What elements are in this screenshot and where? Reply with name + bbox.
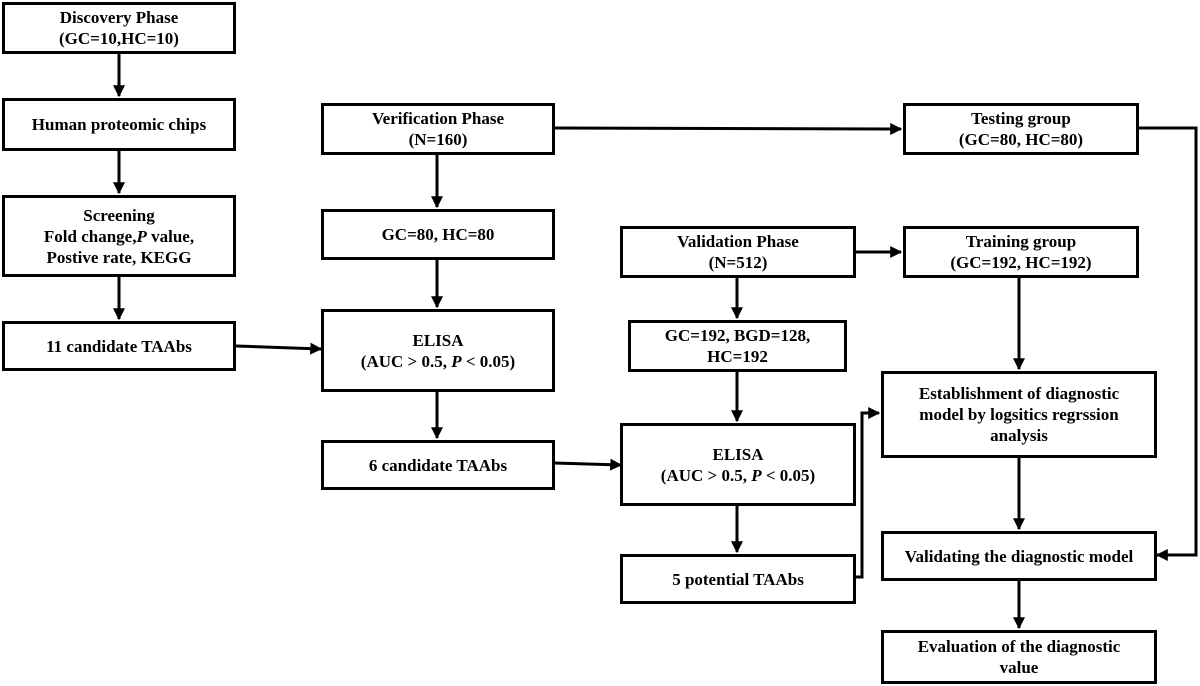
elisa-1-p-italic: P xyxy=(451,351,462,371)
training-group-line-2: (GC=192, HC=192) xyxy=(950,253,1092,272)
arrow-candidates11-to-elisa1 xyxy=(235,342,323,355)
arrow-candidates6-to-elisa2 xyxy=(553,458,623,471)
elisa-2-line-2b: < 0.05) xyxy=(761,465,816,485)
elisa-1-line-2: (AUC > 0.5, P < 0.05) xyxy=(361,351,515,372)
arrow-potential5-to-establishment xyxy=(853,407,881,579)
gc80-hc80-box: GC=80, HC=80 xyxy=(321,209,555,260)
establishment-line-3: analysis xyxy=(990,426,1048,445)
establishment-line-2: model by logsitics regrssion xyxy=(919,405,1119,424)
screening-line-1: Screening xyxy=(83,205,155,225)
candidates-11-box: 11 candidate TAAbs xyxy=(2,321,236,371)
screening-line-2a: Fold change, xyxy=(43,226,137,246)
gc192-bgd128-box: GC=192, BGD=128, HC=192 xyxy=(628,320,847,372)
elisa-1-line-2a: (AUC > 0.5, xyxy=(360,351,452,371)
potential-5-box: 5 potential TAAbs xyxy=(620,554,856,604)
verification-phase-box: Verification Phase (N=160) xyxy=(321,103,555,155)
elisa-2-line-1: ELISA xyxy=(712,444,764,464)
testing-group-line-2: (GC=80, HC=80) xyxy=(958,130,1084,149)
candidates-6-label: 6 candidate TAAbs xyxy=(368,455,508,475)
validation-phase-box: Validation Phase (N=512) xyxy=(620,226,856,278)
verification-phase-line-1: Verification Phase xyxy=(371,109,505,128)
establishment-line-1: Establishment of diagnostic xyxy=(918,384,1120,403)
elisa-1-line-1: ELISA xyxy=(412,330,464,350)
arrow-verification-to-testing xyxy=(554,122,903,135)
elisa-1-box: ELISA (AUC > 0.5, P < 0.05) xyxy=(321,309,555,392)
evaluation-line-2: value xyxy=(999,658,1039,677)
screening-box: Screening Fold change,P value, Postive r… xyxy=(2,195,236,277)
elisa-2-box: ELISA (AUC > 0.5, P < 0.05) xyxy=(620,423,856,506)
screening-line-2b: value, xyxy=(146,226,195,246)
discovery-phase-line-1: Discovery Phase xyxy=(59,8,179,27)
validating-model-label: Validating the diagnostic model xyxy=(904,546,1134,566)
elisa-2-line-2: (AUC > 0.5, P < 0.05) xyxy=(661,465,815,486)
validation-phase-line-1: Validation Phase xyxy=(677,232,799,251)
screening-line-2: Fold change,P value, xyxy=(44,226,194,247)
evaluation-line-1: Evaluation of the diagnostic xyxy=(917,637,1121,656)
candidates-11-label: 11 candidate TAAbs xyxy=(46,336,192,356)
human-proteomic-chips-box: Human proteomic chips xyxy=(2,98,236,151)
screening-line-3: Postive rate, KEGG xyxy=(46,247,192,267)
establishment-box: Establishment of diagnostic model by log… xyxy=(881,371,1157,458)
elisa-1-line-2b: < 0.05) xyxy=(461,351,516,371)
discovery-phase-line-2: (GC=10,HC=10) xyxy=(59,29,179,48)
elisa-2-line-2a: (AUC > 0.5, xyxy=(660,465,752,485)
training-group-box: Training group (GC=192, HC=192) xyxy=(903,226,1139,278)
candidates-6-box: 6 candidate TAAbs xyxy=(321,440,555,490)
gc192-line-1: GC=192, BGD=128, xyxy=(664,326,811,345)
arrow-testing-to-validating xyxy=(1138,126,1198,561)
human-proteomic-chips-label: Human proteomic chips xyxy=(31,115,207,134)
gc192-line-2: HC=192 xyxy=(707,347,768,366)
screening-p-italic: P xyxy=(136,226,147,246)
testing-group-box: Testing group (GC=80, HC=80) xyxy=(903,103,1139,155)
gc80-hc80-label: GC=80, HC=80 xyxy=(381,225,495,244)
potential-5-label: 5 potential TAAbs xyxy=(672,569,804,589)
discovery-phase-box: Discovery Phase (GC=10,HC=10) xyxy=(2,2,236,54)
evaluation-box: Evaluation of the diagnostic value xyxy=(881,630,1157,684)
testing-group-line-1: Testing group xyxy=(971,109,1071,128)
verification-phase-line-2: (N=160) xyxy=(408,130,468,149)
elisa-2-p-italic: P xyxy=(751,465,762,485)
validation-phase-line-2: (N=512) xyxy=(708,253,768,272)
validating-model-box: Validating the diagnostic model xyxy=(881,531,1157,581)
training-group-line-1: Training group xyxy=(965,232,1077,251)
